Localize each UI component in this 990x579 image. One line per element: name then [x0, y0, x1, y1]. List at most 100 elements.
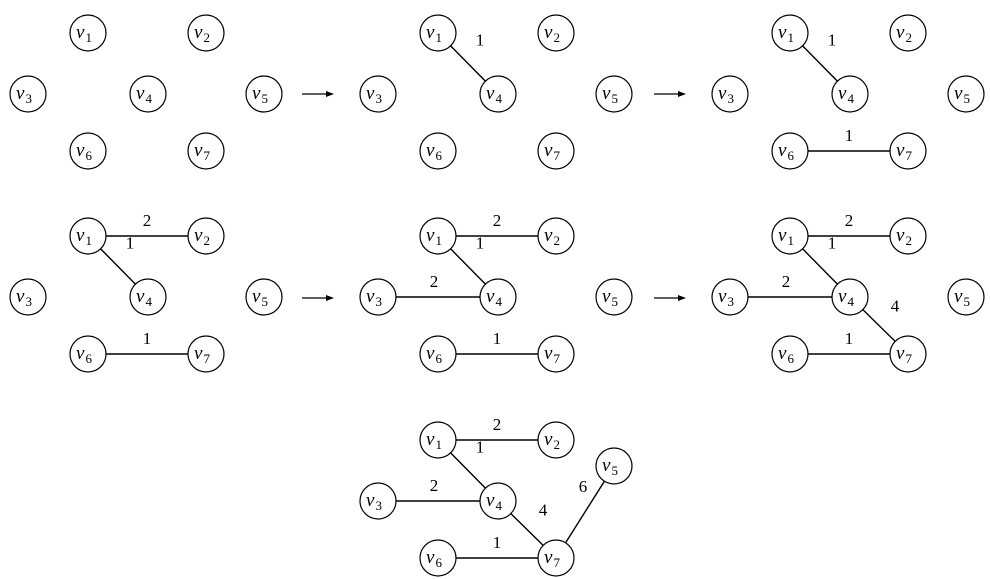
edge-v1-v4: 1	[100, 234, 136, 285]
node-label: v4	[838, 83, 854, 106]
node-label: v1	[76, 22, 92, 45]
node-label: v3	[366, 83, 382, 106]
node-label: v1	[778, 225, 794, 248]
node-v1: v1	[419, 14, 457, 52]
node-label: v6	[778, 343, 794, 366]
edge-v1-v2: 2	[808, 211, 890, 237]
edge-weight-label: 1	[845, 329, 854, 348]
node-v6: v6	[419, 132, 457, 170]
node-v4: v4	[831, 75, 869, 113]
node-label: v3	[16, 286, 32, 309]
step-panel-2: 1v1 v2 v3 v4 v5 v6 v7	[359, 14, 633, 170]
edge-weight-label: 1	[493, 533, 502, 552]
edge-weight-label: 1	[143, 329, 152, 348]
edge-weight-label: 2	[845, 211, 854, 230]
node-v7: v7	[537, 335, 575, 373]
node-label: v4	[136, 83, 152, 106]
edge-v3-v4: 2	[396, 272, 480, 298]
node-label: v3	[366, 490, 382, 513]
node-v3: v3	[359, 75, 397, 113]
node-label: v3	[718, 83, 734, 106]
node-v1: v1	[771, 217, 809, 255]
node-v2: v2	[537, 421, 575, 459]
node-v1: v1	[771, 14, 809, 52]
edge-v4-v7: 4	[510, 501, 548, 546]
node-label: v4	[486, 83, 502, 106]
node-v5: v5	[947, 278, 985, 316]
node-label: v7	[544, 343, 560, 366]
edge-weight-label: 2	[782, 272, 791, 291]
node-v2: v2	[187, 14, 225, 52]
edge-v1-v2: 2	[456, 415, 538, 441]
node-label: v2	[544, 22, 560, 45]
node-v3: v3	[9, 75, 47, 113]
node-label: v5	[602, 286, 618, 309]
node-label: v2	[194, 225, 210, 248]
node-v2: v2	[537, 217, 575, 255]
node-v4: v4	[479, 75, 517, 113]
edge-v6-v7: 1	[808, 329, 890, 355]
edge-weight-label: 1	[126, 234, 135, 253]
node-label: v4	[486, 286, 502, 309]
step-arrow	[302, 295, 334, 301]
node-label: v6	[76, 140, 92, 163]
node-label: v7	[896, 343, 912, 366]
edge-v4-v7: 4	[862, 297, 900, 342]
node-v5: v5	[595, 278, 633, 316]
node-label: v2	[896, 225, 912, 248]
node-v3: v3	[711, 75, 749, 113]
node-v2: v2	[187, 217, 225, 255]
node-v7: v7	[889, 335, 927, 373]
node-v3: v3	[711, 278, 749, 316]
edge-v6-v7: 1	[456, 329, 538, 355]
node-label: v5	[954, 83, 970, 106]
node-label: v4	[838, 286, 854, 309]
edge-weight-label: 2	[430, 272, 439, 291]
edge-weight-label: 2	[430, 476, 439, 495]
node-v7: v7	[889, 132, 927, 170]
node-label: v1	[76, 225, 92, 248]
step-arrow	[654, 295, 686, 301]
step-arrow	[654, 91, 686, 97]
node-v3: v3	[359, 278, 397, 316]
edge-weight-label: 2	[143, 211, 152, 230]
node-v6: v6	[419, 335, 457, 373]
node-v7: v7	[187, 132, 225, 170]
node-v6: v6	[69, 335, 107, 373]
edge-weight-label: 1	[828, 234, 837, 253]
edge-weight-label: 2	[493, 211, 502, 230]
node-label: v5	[602, 455, 618, 478]
node-v7: v7	[187, 335, 225, 373]
node-label: v2	[896, 22, 912, 45]
edge-v6-v7: 1	[106, 329, 188, 355]
edge-v6-v7: 1	[808, 126, 890, 152]
node-v4: v4	[129, 278, 167, 316]
node-label: v1	[778, 22, 794, 45]
edge-v6-v7: 1	[456, 533, 538, 559]
edge-v1-v4: 1	[802, 234, 838, 285]
edge-weight-label: 4	[539, 501, 548, 520]
node-v7: v7	[537, 539, 575, 577]
edge-weight-label: 1	[493, 329, 502, 348]
node-label: v7	[194, 343, 210, 366]
edge-weight-label: 1	[476, 234, 485, 253]
node-label: v4	[136, 286, 152, 309]
node-v5: v5	[595, 75, 633, 113]
edge-weight-label: 6	[579, 477, 588, 496]
node-label: v3	[16, 83, 32, 106]
node-v1: v1	[69, 14, 107, 52]
edge-weight-label: 4	[891, 297, 900, 316]
node-label: v1	[426, 225, 442, 248]
node-label: v6	[426, 343, 442, 366]
edge-v1-v4: 1	[450, 31, 486, 82]
node-v1: v1	[419, 421, 457, 459]
node-label: v7	[544, 140, 560, 163]
node-v4: v4	[129, 75, 167, 113]
node-label: v5	[252, 286, 268, 309]
edge-weight-label: 2	[493, 415, 502, 434]
